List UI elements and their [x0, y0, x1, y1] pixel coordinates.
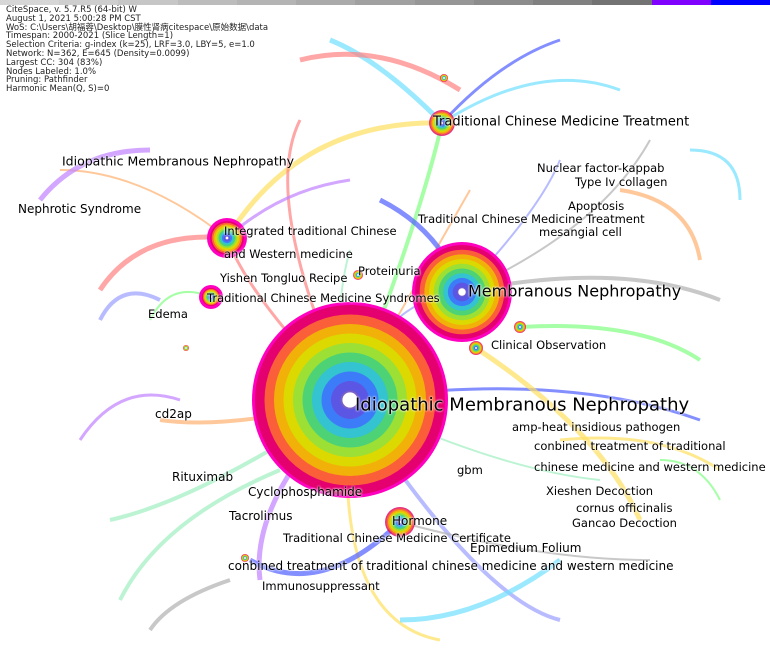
- node-label[interactable]: Nephrotic Syndrome: [18, 202, 142, 216]
- edge: [78, 393, 181, 441]
- edge: [329, 37, 444, 125]
- node-label[interactable]: Xieshen Decoction: [546, 484, 654, 498]
- edge: [399, 557, 562, 623]
- node-label[interactable]: Traditional Chinese Medicine Syndromes: [207, 291, 440, 305]
- node[interactable]: [385, 507, 415, 537]
- timeline-color-bar: [0, 0, 770, 5]
- node-label[interactable]: conbined treatment of traditional: [534, 439, 726, 453]
- edge: [619, 188, 702, 261]
- timeline-slice: [533, 0, 593, 5]
- node-label[interactable]: amp-heat insidious pathogen: [512, 420, 681, 434]
- node-label[interactable]: cornus officinalis: [576, 501, 673, 515]
- node-label[interactable]: Traditional Chinese Medicine Certificate: [283, 531, 511, 545]
- edge: [38, 147, 151, 202]
- node-label[interactable]: and Western medicine: [224, 247, 353, 261]
- node-label[interactable]: Membranous Nephropathy: [468, 281, 682, 301]
- node[interactable]: [469, 341, 483, 355]
- node-label[interactable]: Nuclear factor-kappab: [537, 161, 665, 175]
- edge: [98, 291, 161, 321]
- node-label[interactable]: Yishen Tongluo Recipe: [220, 271, 348, 285]
- node-label[interactable]: Cyclophosphamide: [248, 485, 363, 499]
- node-label[interactable]: Idiopathic Membranous Nephropathy: [62, 153, 295, 169]
- timeline-slice: [118, 0, 178, 5]
- node-label[interactable]: Proteinuria: [358, 264, 421, 278]
- node-label[interactable]: Edema: [148, 307, 188, 321]
- info-line: CiteSpace, v. 5.7.R5 (64-bit) W: [6, 5, 137, 15]
- edge: [440, 38, 561, 125]
- edge: [59, 169, 228, 239]
- node-label[interactable]: Traditional Chinese Medicine Treatment: [433, 114, 690, 130]
- node[interactable]: [412, 242, 512, 342]
- node-label[interactable]: Integrated traditional Chinese: [224, 224, 397, 238]
- node-label[interactable]: Traditional Chinese Medicine Treatment: [418, 212, 645, 226]
- info-line: Harmonic Mean(Q, S)=0: [6, 84, 110, 95]
- node[interactable]: [429, 110, 455, 136]
- node-label[interactable]: Epimedium Folium: [470, 541, 582, 555]
- info-line: Nodes Labeled: 1.0%: [6, 66, 97, 77]
- timeline-slice: [296, 0, 356, 5]
- node-label[interactable]: gbm: [457, 463, 483, 477]
- node-label[interactable]: cd2ap: [155, 407, 192, 421]
- node-label[interactable]: Rituximab: [172, 470, 234, 484]
- edge: [659, 459, 721, 501]
- node-label[interactable]: Idiopathic Membranous Nephropathy: [355, 394, 690, 416]
- node[interactable]: [241, 554, 249, 562]
- node-label[interactable]: Clinical Observation: [491, 338, 607, 352]
- timeline-slice: [59, 0, 119, 5]
- edge: [559, 436, 721, 472]
- node[interactable]: [440, 74, 448, 82]
- node-label[interactable]: chinese medicine and western medicine: [534, 460, 766, 474]
- info-line: Pruning: Pathfinder: [6, 75, 88, 86]
- node-label[interactable]: Hormone: [392, 514, 448, 528]
- node[interactable]: [353, 270, 363, 280]
- info-line: Selection Criteria: g-index (k=25), LRF=…: [6, 40, 255, 51]
- edge: [224, 120, 443, 240]
- node-label[interactable]: Type Iv collagen: [575, 175, 668, 189]
- node-label[interactable]: Immunosuppressant: [262, 579, 380, 593]
- edge: [299, 51, 462, 93]
- info-line: Timespan: 2000-2021 (Slice Length=1): [6, 31, 174, 42]
- edge: [474, 345, 643, 522]
- edge: [441, 78, 621, 125]
- timeline-slice: [355, 0, 415, 5]
- info-line: August 1, 2021 5:00:28 PM CST: [6, 13, 141, 24]
- node-label[interactable]: Gancao Decoction: [572, 516, 677, 530]
- node-label[interactable]: Apoptosis: [568, 199, 625, 213]
- network-info-panel: CiteSpace, v. 5.7.R5 (64-bit) W August 1…: [6, 6, 268, 94]
- node[interactable]: [252, 302, 448, 498]
- timeline-slice: [710, 0, 770, 5]
- node[interactable]: [207, 218, 247, 258]
- node[interactable]: [514, 321, 526, 333]
- info-line: Network: N=362, E=645 (Density=0.0099): [6, 48, 190, 59]
- node-label[interactable]: Tacrolimus: [229, 509, 293, 523]
- timeline-slice: [177, 0, 237, 5]
- edge: [519, 323, 702, 362]
- node-label[interactable]: mesangial cell: [539, 225, 622, 239]
- edge: [97, 234, 228, 292]
- node[interactable]: [183, 345, 189, 351]
- timeline-slice: [473, 0, 534, 5]
- timeline-slice: [0, 0, 60, 5]
- timeline-slice: [414, 0, 474, 5]
- edge: [399, 521, 651, 561]
- edge: [689, 148, 742, 201]
- nodes-layer: [183, 74, 526, 562]
- node[interactable]: [199, 285, 223, 309]
- edge: [118, 468, 281, 601]
- timeline-slice: [236, 0, 297, 5]
- info-line: Largest CC: 304 (83%): [6, 57, 103, 68]
- timeline-slice: [651, 0, 711, 5]
- node-label[interactable]: conbined treatment of traditional chines…: [228, 559, 674, 573]
- info-line: WoS: C:\Users\胡福蓉\Desktop\膜性肾病citespace\…: [6, 22, 269, 33]
- timeline-slice: [592, 0, 652, 5]
- edge: [248, 520, 402, 577]
- edge: [148, 578, 231, 632]
